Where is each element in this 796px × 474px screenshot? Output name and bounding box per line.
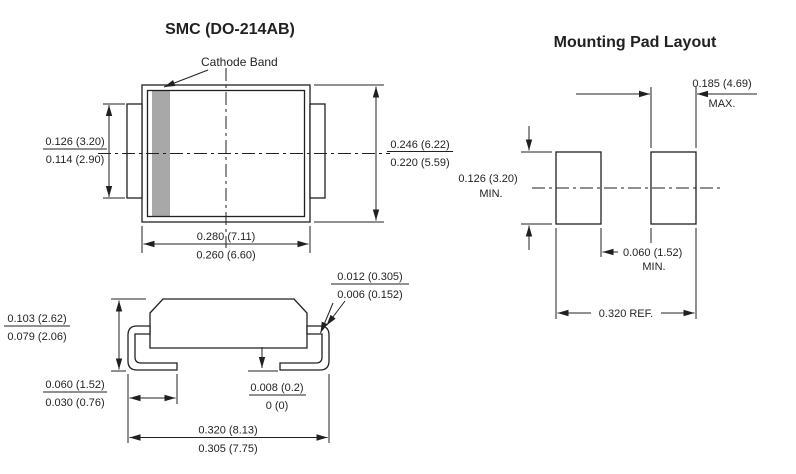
dim-lead-thickness: 0.012 (0.305) 0.006 (0.152) xyxy=(320,271,409,334)
dim-side-height-min: 0.079 (2.06) xyxy=(7,331,66,343)
top-view-drawing: Cathode Band 0.126 (3.20) 0.114 (2.90) 0… xyxy=(43,55,453,262)
dim-body-height: 0.246 (6.22) 0.220 (5.59) xyxy=(314,84,453,223)
left-terminal-tab xyxy=(126,103,143,199)
dim-pad-gap-value: 0.060 (1.52) xyxy=(623,247,682,259)
leader-line xyxy=(326,300,346,326)
dim-side-height-max: 0.103 (2.62) xyxy=(7,313,66,325)
dim-pad-width: 0.185 (4.69) MAX. xyxy=(576,78,757,148)
dim-foot-length: 0.060 (1.52) 0.030 (0.76) xyxy=(43,374,178,409)
dim-pad-gap-qualifier: MIN. xyxy=(642,261,665,273)
dim-body-width-max: 0.280 (7.11) xyxy=(197,231,256,243)
dim-tab-height-min: 0.114 (2.90) xyxy=(46,154,105,166)
dim-pad-height: 0.126 (3.20) MIN. xyxy=(458,126,552,250)
dim-lead-thickness-min: 0.006 (0.152) xyxy=(337,289,402,301)
dim-standoff-max: 0.008 (0.2) xyxy=(250,382,303,394)
dim-foot-length-max: 0.060 (1.52) xyxy=(45,379,104,391)
dim-pad-gap: 0.060 (1.52) MIN. xyxy=(600,228,682,273)
dim-body-height-max: 0.246 (6.22) xyxy=(390,139,449,151)
dim-standoff: 0.008 (0.2) 0 (0) xyxy=(249,347,306,412)
dim-side-height: 0.103 (2.62) 0.079 (2.06) xyxy=(4,298,146,372)
dim-body-width-min: 0.260 (6.60) xyxy=(196,250,255,262)
dim-overall-span: 0.320 REF. xyxy=(555,228,697,320)
mounting-pad-drawing: 0.185 (4.69) MAX. 0.126 (3.20) MIN. 0.06… xyxy=(458,78,757,320)
dim-tab-height-max: 0.126 (3.20) xyxy=(45,136,104,148)
pad-layout-title: Mounting Pad Layout xyxy=(554,34,717,51)
cathode-band-label: Cathode Band xyxy=(201,55,278,69)
dim-pad-height-value: 0.126 (3.20) xyxy=(458,173,517,185)
dim-foot-length-min: 0.030 (0.76) xyxy=(45,397,104,409)
side-view-body-outline xyxy=(149,298,308,349)
dim-overall-width: 0.320 (8.13) 0.305 (7.75) xyxy=(127,374,330,455)
left-lead-profile xyxy=(127,325,178,371)
cathode-band-leader-line xyxy=(163,69,209,88)
dim-pad-width-qualifier: MAX. xyxy=(709,98,736,110)
dim-pad-height-qualifier: MIN. xyxy=(479,188,502,200)
leader-line xyxy=(320,302,334,334)
dim-overall-span-value: 0.320 REF. xyxy=(599,308,653,320)
dim-overall-width-max: 0.320 (8.13) xyxy=(198,425,257,437)
dim-body-height-min: 0.220 (5.59) xyxy=(390,157,449,169)
dim-overall-width-min: 0.305 (7.75) xyxy=(198,443,257,455)
dim-tab-height: 0.126 (3.20) 0.114 (2.90) xyxy=(43,103,125,199)
right-terminal-tab xyxy=(309,103,326,199)
dim-body-width: 0.280 (7.11) 0.260 (6.60) xyxy=(141,226,311,262)
dim-lead-thickness-max: 0.012 (0.305) xyxy=(337,271,402,283)
dim-pad-width-value: 0.185 (4.69) xyxy=(692,78,751,90)
package-view-title: SMC (DO-214AB) xyxy=(165,21,295,38)
cathode-band-fill xyxy=(152,90,170,217)
dim-standoff-min: 0 (0) xyxy=(266,400,289,412)
side-view-drawing: 0.012 (0.305) 0.006 (0.152) 0.103 (2.62)… xyxy=(4,271,409,455)
